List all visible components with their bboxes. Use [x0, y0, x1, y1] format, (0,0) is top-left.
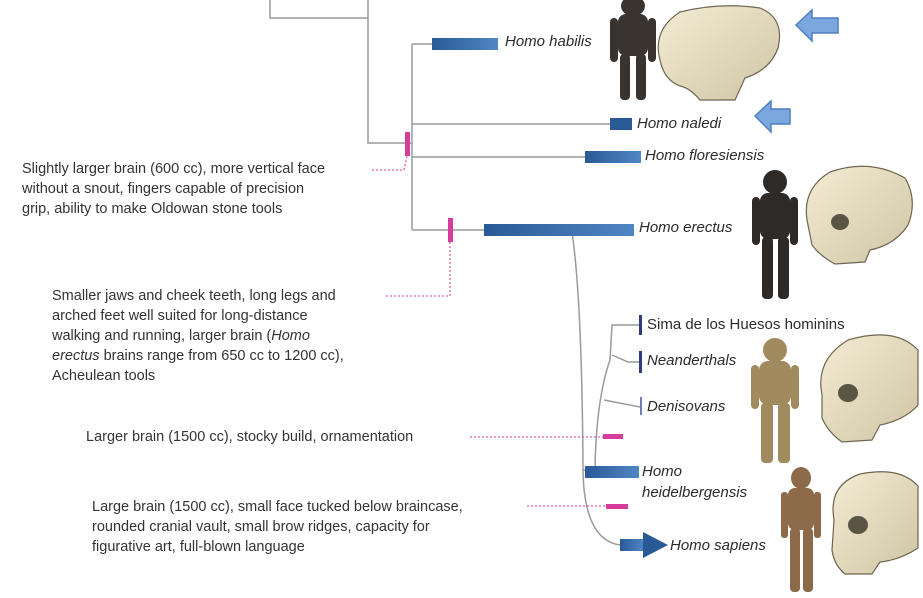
note-homo-traits: Slightly larger brain (600 cc), more ver… — [22, 159, 325, 219]
hominin-skull-icon — [832, 472, 918, 574]
taxon-label-heidelbergensis-line2: heidelbergensis — [642, 482, 747, 503]
note-line: grip, ability to make Oldowan stone tool… — [22, 199, 325, 219]
branch-denisovans — [604, 400, 640, 407]
trait-marker-sapiens — [606, 504, 628, 509]
taxon-label-heidelbergensis: Homo heidelbergensis — [642, 461, 747, 503]
hominin-figure-icon — [752, 170, 798, 299]
note-line: erectus brains range from 650 cc to 1200… — [52, 346, 344, 366]
range-bar-denisovans — [640, 397, 642, 415]
taxon-label-denisovans: Denisovans — [647, 398, 725, 416]
branch-archaic-split — [595, 325, 640, 470]
note-italic-text: erectus — [52, 348, 100, 364]
trait-marker-neanderthal — [603, 434, 623, 439]
taxon-label-erectus: Homo erectus — [639, 219, 732, 237]
note-line: Large brain (1500 cc), small face tucked… — [92, 497, 463, 517]
note-sapiens-traits: Large brain (1500 cc), small face tucked… — [92, 497, 463, 557]
leader-homo — [372, 156, 407, 170]
range-bar-sima — [639, 315, 642, 335]
taxon-label-neanderthals: Neanderthals — [647, 352, 736, 370]
range-bar-erectus — [484, 224, 634, 236]
trait-marker-homo — [405, 132, 410, 156]
note-line: rounded cranial vault, small brow ridges… — [92, 517, 463, 537]
hominin-skull-icon — [658, 6, 779, 100]
taxon-label-heidelbergensis-line1: Homo — [642, 461, 747, 482]
note-line: figurative art, full-blown language — [92, 537, 463, 557]
dotted-leaders — [372, 156, 606, 506]
right-arrow-icon — [643, 532, 668, 558]
taxon-label-naledi: Homo naledi — [637, 115, 721, 133]
hominin-figure-icon — [781, 467, 821, 592]
taxon-label-habilis: Homo habilis — [505, 33, 592, 51]
hominin-skull-icon — [821, 335, 918, 442]
taxon-label-sima: Sima de los Huesos hominins — [647, 316, 845, 334]
tree-branches — [270, 0, 640, 545]
range-bar-heidelbergensis — [585, 466, 639, 478]
left-arrow-icon — [796, 10, 838, 41]
hominin-figure-icon — [610, 0, 656, 100]
range-bar-naledi — [610, 118, 632, 130]
note-line: arched feet well suited for long-distanc… — [52, 306, 344, 326]
branch-top — [270, 0, 412, 143]
range-bar-sapiens — [620, 539, 644, 551]
range-bars — [432, 38, 668, 558]
note-line: without a snout, fingers capable of prec… — [22, 179, 325, 199]
note-line: walking and running, larger brain (Homo — [52, 326, 344, 346]
note-text: brains range from 650 cc to 1200 cc), — [100, 348, 344, 364]
note-italic-text: Homo — [271, 328, 310, 344]
hominin-figure-icon — [751, 338, 799, 463]
note-line: Acheulean tools — [52, 366, 344, 386]
taxon-label-floresiensis: Homo floresiensis — [645, 147, 764, 165]
trait-markers — [405, 132, 628, 509]
hominin-skull-icon — [806, 166, 912, 264]
left-arrow-icon — [755, 101, 790, 132]
range-bar-neanderthals — [639, 351, 642, 373]
taxon-label-sapiens: Homo sapiens — [670, 537, 766, 555]
note-neanderthal-traits: Larger brain (1500 cc), stocky build, or… — [86, 427, 413, 447]
range-bar-floresiensis — [585, 151, 641, 163]
branch-erectus-descent — [572, 232, 588, 470]
leader-erectus — [386, 242, 450, 296]
note-text: walking and running, larger brain ( — [52, 328, 271, 344]
note-line: Slightly larger brain (600 cc), more ver… — [22, 159, 325, 179]
range-bar-habilis — [432, 38, 498, 50]
note-erectus-traits: Smaller jaws and cheek teeth, long legs … — [52, 286, 344, 386]
branch-neanderthals — [612, 355, 640, 362]
trait-marker-erectus — [448, 218, 453, 242]
note-line: Smaller jaws and cheek teeth, long legs … — [52, 286, 344, 306]
